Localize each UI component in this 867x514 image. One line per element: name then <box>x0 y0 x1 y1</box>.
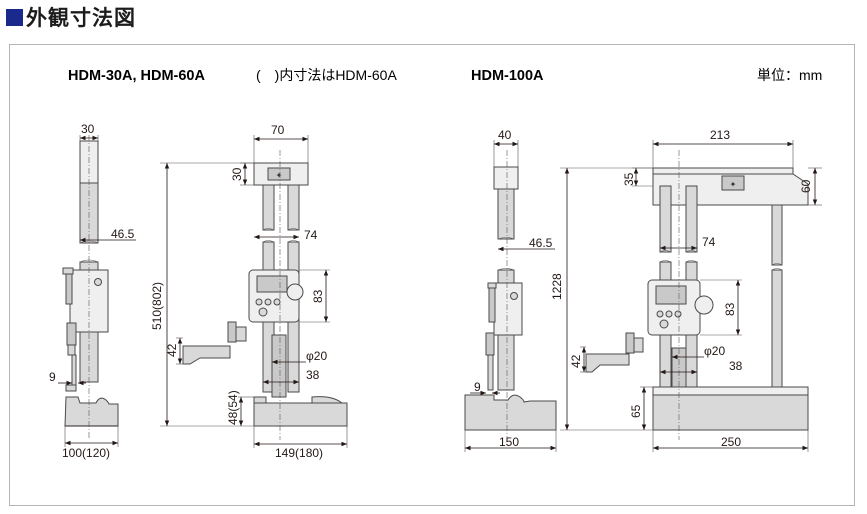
dim-left-front-base-width: 149(180) <box>275 446 323 460</box>
dim-left-side-bottom-gap: 9 <box>49 370 56 384</box>
svg-text:✦: ✦ <box>730 180 737 189</box>
dim-right-front-spindle-offset: 38 <box>729 359 743 373</box>
dim-left-front-total-height: 510(802) <box>150 282 164 330</box>
dim-right-front-bracket-height: 60 <box>799 179 813 193</box>
left-front-view: ✦ <box>182 150 348 440</box>
header-left-note: ( )内寸法はHDM-60A <box>256 67 397 83</box>
dim-right-front-scriber-height: 42 <box>569 354 583 368</box>
header-left-models: HDM-30A, HDM-60A <box>68 68 205 84</box>
dim-left-side-base-width: 100(120) <box>62 446 110 460</box>
dim-left-front-base-height: 48(54) <box>226 390 240 425</box>
title-square-icon <box>6 8 23 26</box>
right-side-view <box>464 150 557 445</box>
unit-label: 単位：mm <box>757 67 822 83</box>
dim-right-front-total-height: 1228 <box>550 273 564 300</box>
dim-left-front-display-height: 83 <box>311 289 325 303</box>
dim-left-front-spindle-offset: 38 <box>306 368 320 382</box>
left-side-view <box>62 135 119 440</box>
section-title: 外観寸法図 <box>6 4 136 30</box>
dim-right-front-column-span: 74 <box>702 235 716 249</box>
dim-right-side-base-width: 150 <box>499 435 519 449</box>
dim-left-front-spindle-dia: φ20 <box>306 349 327 363</box>
dim-left-front-column-span: 74 <box>304 228 318 242</box>
drawing-frame <box>9 44 855 506</box>
dim-right-side-bottom-gap: 9 <box>474 380 481 394</box>
dim-right-front-base-height: 65 <box>629 404 643 418</box>
dim-left-front-top-width: 70 <box>271 123 285 137</box>
dim-right-side-top-width: 40 <box>498 128 512 142</box>
dim-left-side-top-width: 30 <box>81 122 95 136</box>
title-text: 外観寸法図 <box>26 7 136 30</box>
right-front-view: ✦ <box>585 150 809 440</box>
dim-left-front-scriber-height: 42 <box>165 343 179 357</box>
dim-right-front-display-height: 83 <box>723 302 737 316</box>
dim-right-front-top-height: 35 <box>622 172 636 186</box>
dim-right-side-offset: 46.5 <box>529 236 553 250</box>
svg-text:✦: ✦ <box>276 171 283 180</box>
header-right-model: HDM-100A <box>471 68 544 84</box>
dim-left-side-offset: 46.5 <box>111 227 135 241</box>
dim-right-front-base-width: 250 <box>721 435 741 449</box>
dim-left-front-top-height: 30 <box>230 167 244 181</box>
dim-right-front-top-width: 213 <box>710 128 730 142</box>
dim-right-front-spindle-dia: φ20 <box>704 344 725 358</box>
